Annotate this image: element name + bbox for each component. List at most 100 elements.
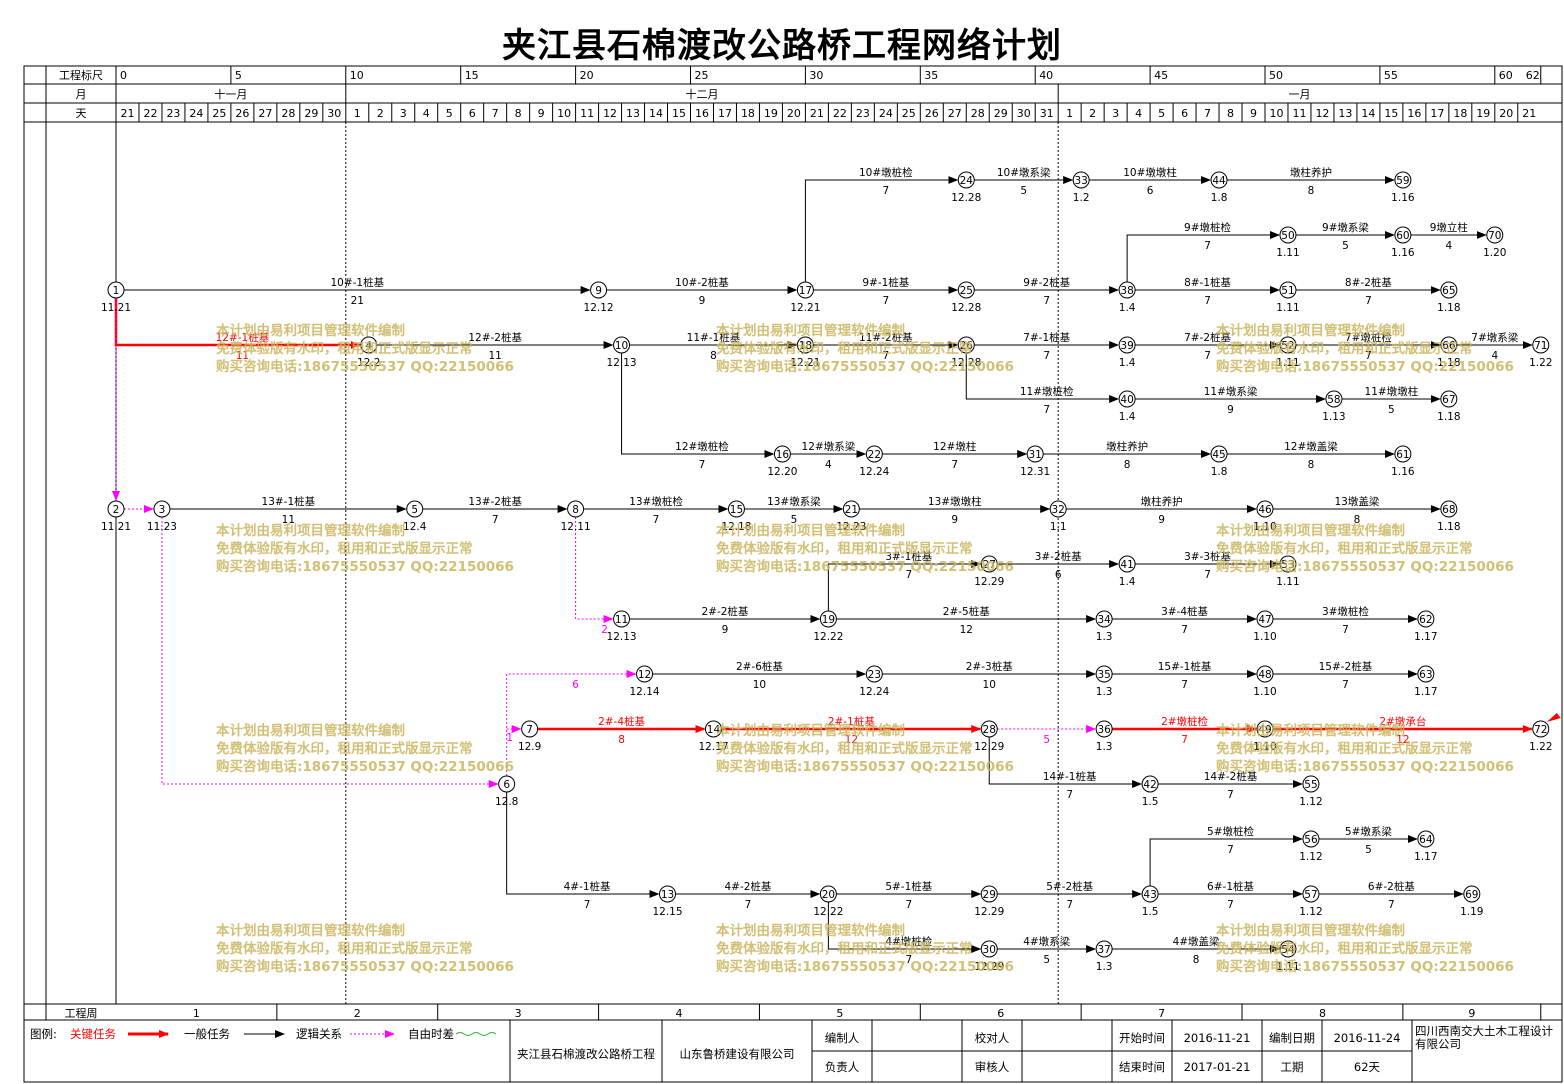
node-number: 62 — [1419, 614, 1432, 626]
node-date: 12.17 — [698, 741, 728, 753]
node-date: 12.21 — [790, 357, 820, 369]
task-name: 12#-2桩基 — [468, 331, 522, 344]
node-date: 1.11 — [1276, 247, 1299, 259]
task-duration: 5 — [1043, 954, 1050, 966]
scale-tick-label: 62 — [1526, 69, 1540, 82]
task-name: 7#-2桩基 — [1184, 331, 1231, 344]
day-label: 6 — [469, 107, 476, 120]
task-name: 5#墩桩检 — [1207, 825, 1254, 838]
node-number: 68 — [1442, 504, 1455, 516]
legend-logic-label: 逻辑关系 — [296, 1027, 342, 1041]
node-circle — [957, 171, 975, 189]
node-circle — [1118, 336, 1136, 354]
node-number: 52 — [1281, 340, 1294, 352]
node-number: 13 — [661, 889, 674, 901]
scale-tick-label: 50 — [1269, 69, 1283, 82]
node-circle — [1279, 281, 1297, 299]
node-circle — [1256, 610, 1274, 628]
day-label: 15 — [1384, 107, 1398, 120]
task-name: 墩柱养护 — [1290, 166, 1332, 179]
node-circle — [1417, 610, 1435, 628]
node-date: 12.13 — [607, 357, 637, 369]
task-name: 6#-1桩基 — [1207, 880, 1254, 893]
node-circle — [1279, 555, 1297, 573]
designer-name: 四川西南交大土木工程设计 — [1415, 1024, 1553, 1038]
page-title: 夹江县石棉渡改公路桥工程网络计划 — [502, 26, 1062, 66]
day-label: 8 — [515, 107, 522, 120]
watermark-text: 购买咨询电话:18675550537 QQ:22150066 — [716, 358, 1014, 375]
week-label: 3 — [515, 1007, 522, 1020]
task-duration: 5 — [1388, 404, 1395, 416]
scale-tick-label: 15 — [465, 69, 479, 82]
node-number: 1 — [113, 285, 120, 297]
day-label: 2 — [377, 107, 384, 120]
end-value: 2017-01-21 — [1184, 1060, 1251, 1074]
task-arrow — [827, 560, 982, 611]
day-label: 18 — [741, 107, 755, 120]
node-circle — [865, 445, 883, 463]
task-arrow — [506, 792, 660, 898]
day-label: 7 — [492, 107, 499, 120]
node-number: 25 — [960, 285, 973, 297]
node-circle — [957, 281, 975, 299]
node-circle — [1302, 885, 1320, 903]
node-date: 12.29 — [974, 741, 1004, 753]
task-duration: 7 — [1388, 899, 1395, 911]
node-number: 34 — [1097, 614, 1111, 626]
day-label: 14 — [649, 107, 663, 120]
node-date: 1.2 — [1073, 192, 1090, 204]
node-circle — [1440, 336, 1458, 354]
node-circle — [957, 336, 975, 354]
task-duration: 7 — [653, 514, 660, 526]
node-number: 17 — [799, 285, 812, 297]
node-date: 1.10 — [1253, 521, 1276, 533]
node-date: 12.29 — [974, 961, 1004, 973]
node-date: 1.4 — [1119, 411, 1136, 423]
node-number: 39 — [1120, 340, 1133, 352]
node-circle — [980, 940, 998, 958]
node-number: 31 — [1029, 449, 1042, 461]
node-date: 1.13 — [1322, 411, 1345, 423]
task-name: 11#墩桩检 — [1020, 385, 1074, 398]
designer-name-cont: 有限公司 — [1415, 1037, 1461, 1051]
task-duration: 7 — [699, 459, 706, 471]
task-duration: 11 — [282, 514, 295, 526]
task-duration: 5 — [1342, 240, 1349, 252]
node-number: 47 — [1258, 614, 1271, 626]
day-label: 31 — [1040, 107, 1054, 120]
project-name: 夹江县石棉渡改公路桥工程 — [517, 1047, 655, 1061]
node-circle — [1417, 665, 1435, 683]
node-number: 33 — [1074, 175, 1087, 187]
node-number: 27 — [983, 559, 996, 571]
task-duration: 5 — [1020, 185, 1027, 197]
node-circle — [1394, 171, 1412, 189]
node-date: 1.20 — [1483, 247, 1506, 259]
month-label: 十一月 — [214, 87, 247, 101]
task-duration: 7 — [1342, 679, 1349, 691]
node-circle — [1440, 500, 1458, 518]
month-label: 一月 — [1288, 88, 1310, 101]
task-duration: 7 — [584, 899, 591, 911]
task-name: 11#墩系梁 — [1204, 385, 1258, 398]
task-name: 5#墩系梁 — [1345, 825, 1392, 838]
node-circle — [1256, 665, 1274, 683]
scale-tick-label: 30 — [809, 69, 823, 82]
day-label: 30 — [1017, 107, 1031, 120]
day-label: 3 — [400, 107, 407, 120]
day-label: 16 — [1407, 107, 1421, 120]
node-circle — [1210, 171, 1228, 189]
node-number: 71 — [1534, 340, 1547, 352]
task-duration: 6 — [1055, 569, 1062, 581]
node-number: 24 — [960, 175, 974, 187]
node-circle — [1302, 830, 1320, 848]
watermark-text: 免费体验版有水印，租用和正式版显示正常 — [716, 940, 973, 957]
task-name: 12#墩盖梁 — [1284, 440, 1338, 453]
free-float-value: 2 — [601, 624, 608, 636]
node-number: 10 — [615, 340, 628, 352]
node-circle — [1049, 500, 1067, 518]
legend-normal-label: 一般任务 — [184, 1027, 230, 1041]
task-name: 3#-4桩基 — [1161, 605, 1208, 618]
node-number: 63 — [1419, 669, 1432, 681]
day-label: 4 — [423, 107, 430, 120]
node-date: 1.11 — [1276, 961, 1299, 973]
